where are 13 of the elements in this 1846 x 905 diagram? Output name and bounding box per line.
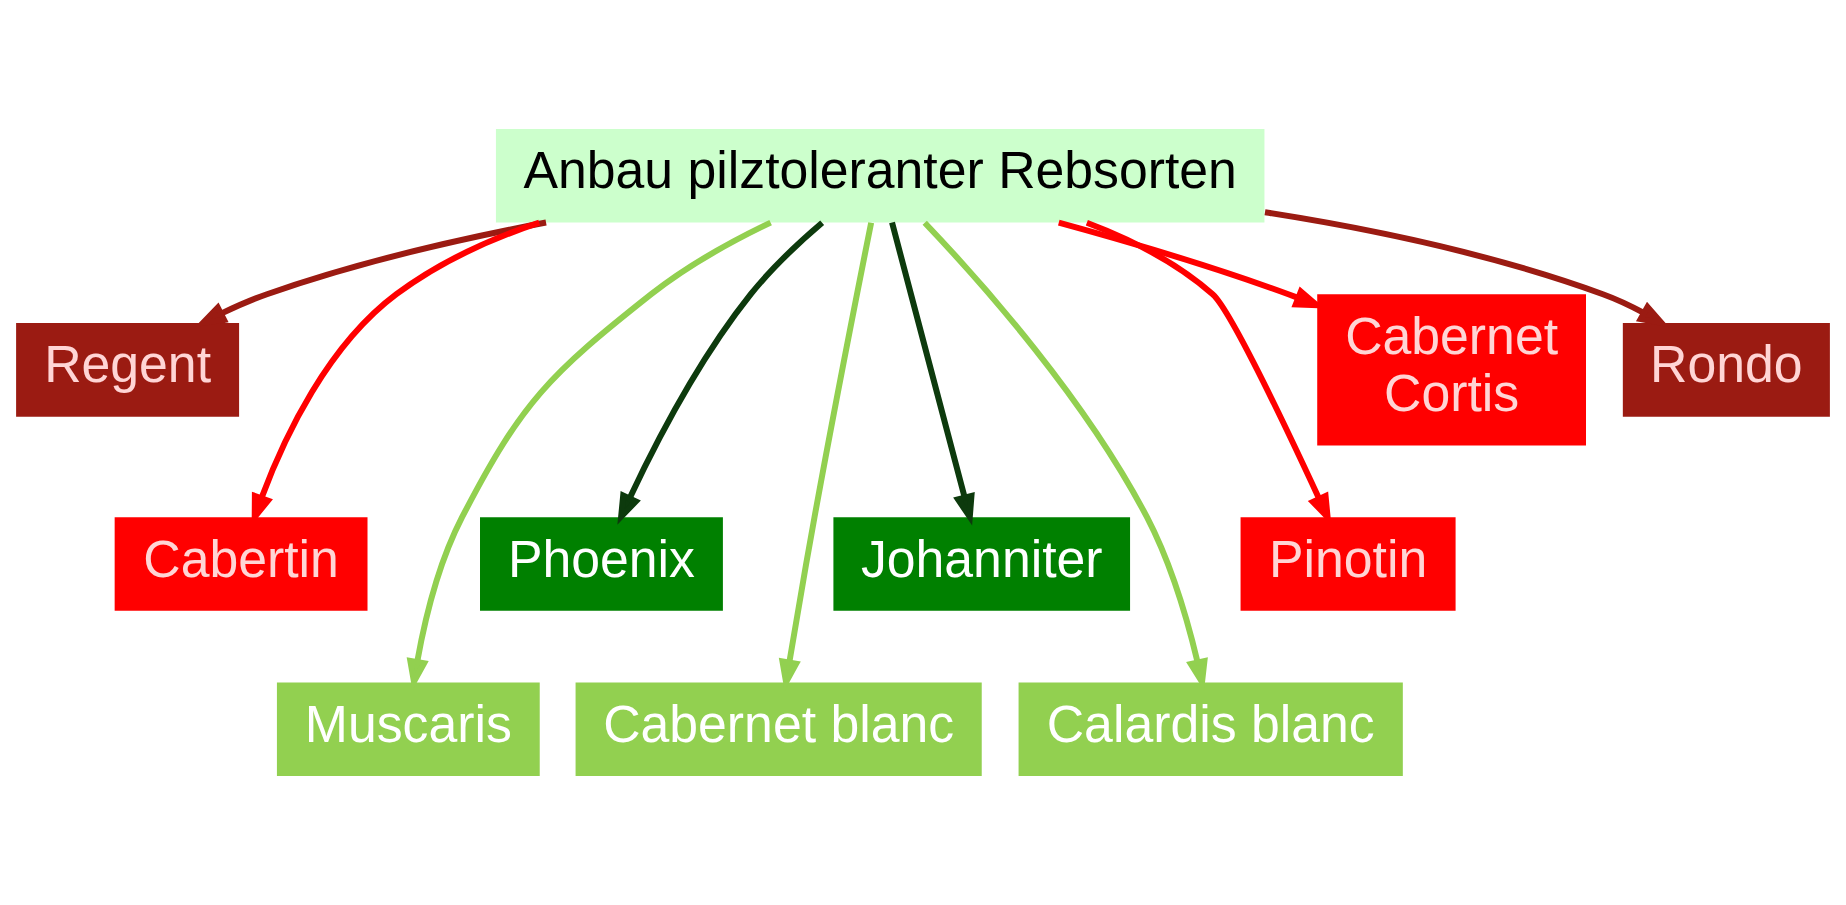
node-box: Pinotin xyxy=(1240,517,1456,611)
node-box: Rondo xyxy=(1622,323,1830,417)
node-box: Cabernet blanc xyxy=(575,682,982,777)
node-box: Calardis blanc xyxy=(1018,682,1403,777)
arrow xyxy=(889,221,975,526)
node-box: Cabertin xyxy=(114,517,368,611)
node-box: Cabernet Cortis xyxy=(1317,294,1586,446)
node-box: Regent xyxy=(16,323,240,417)
node-box: Muscaris xyxy=(276,682,540,777)
node-box: Johanniter xyxy=(833,517,1131,611)
node-box: Phoenix xyxy=(480,517,723,611)
node-box: Anbau pilztoleranter Rebsorten xyxy=(495,128,1265,223)
arrow xyxy=(617,220,825,525)
